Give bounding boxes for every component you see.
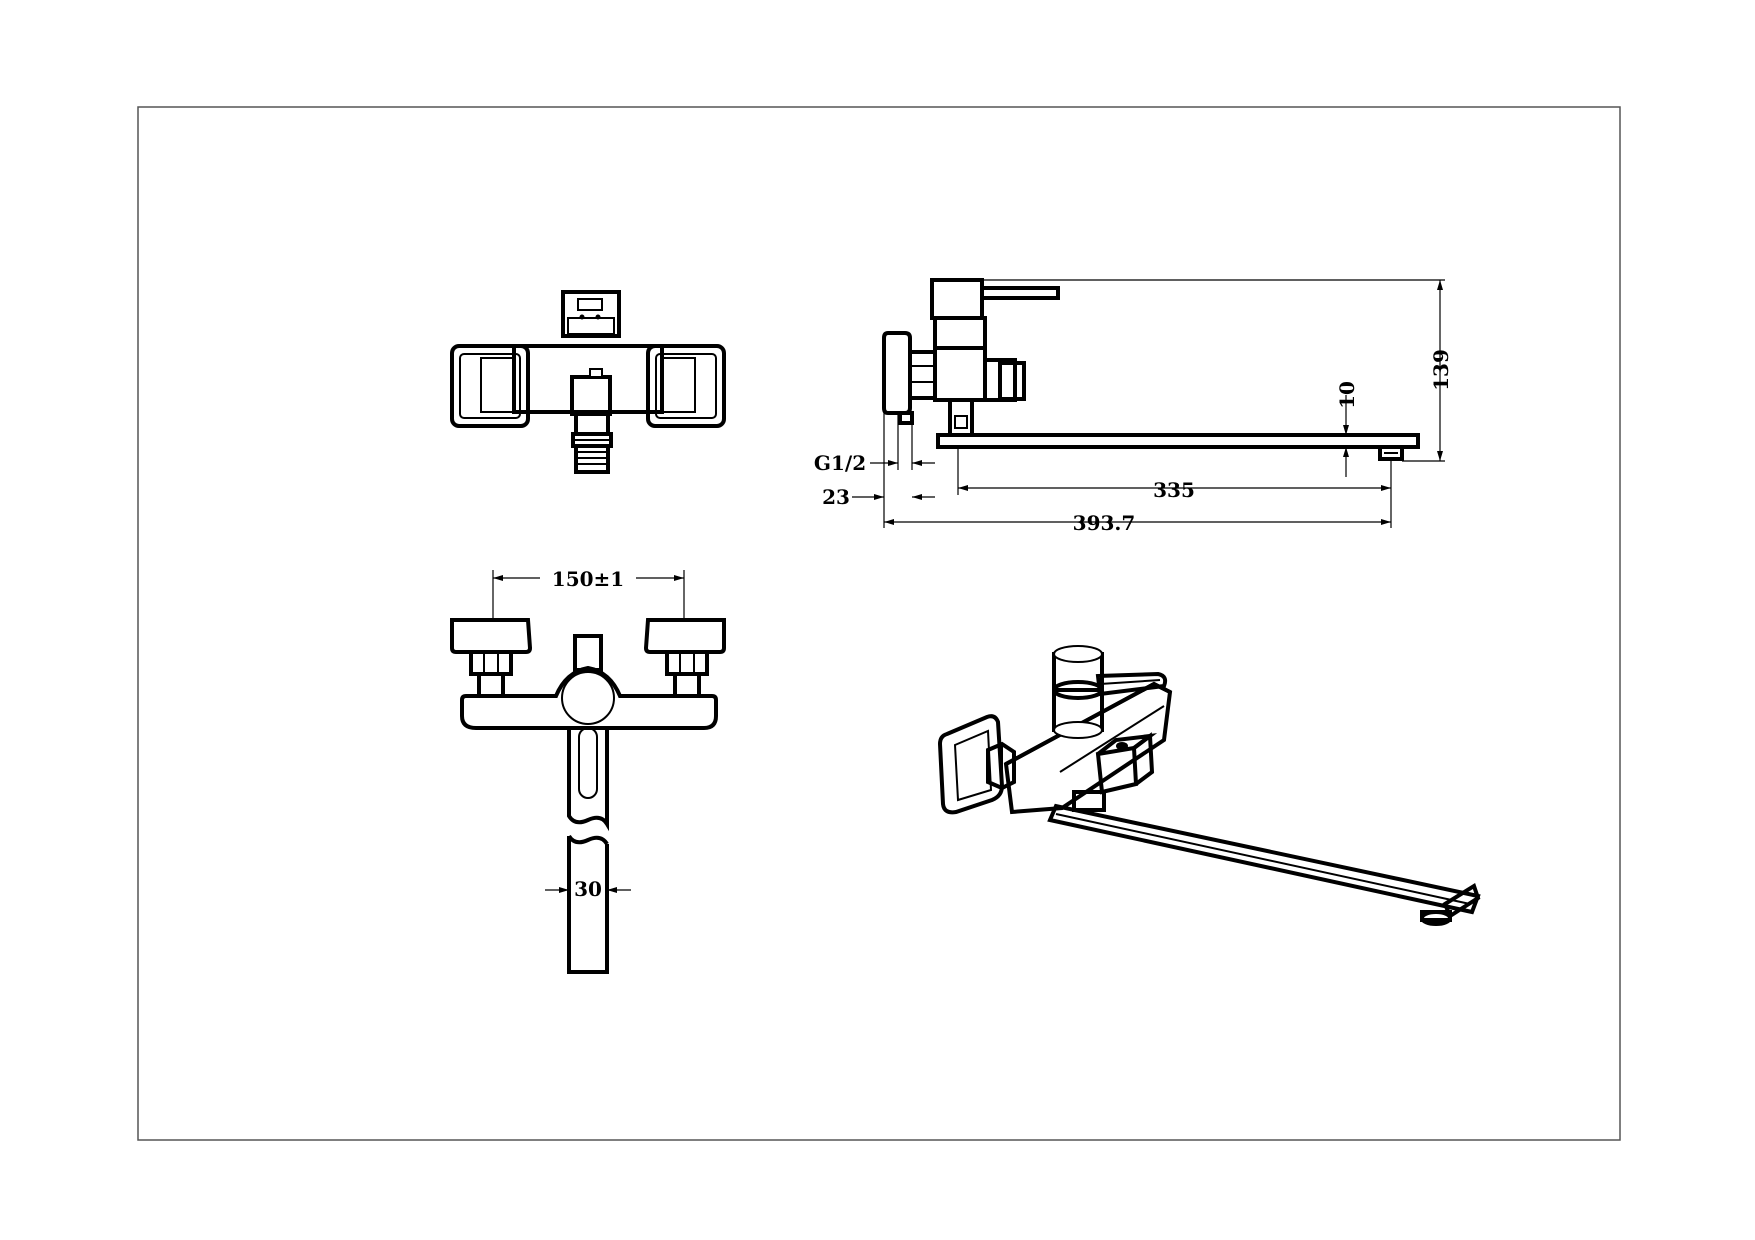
total-length-label: 393.7 — [1073, 511, 1136, 535]
sheet-border — [137, 106, 1621, 1141]
thread-label: G1/2 — [814, 451, 866, 475]
pitch-dimension-label: 150±1 — [552, 567, 624, 591]
height-label: 139 — [1429, 349, 1453, 391]
reach-label: 335 — [1153, 478, 1195, 502]
side-view: 139 10 G1/2 23 335 393.7 — [814, 278, 1453, 535]
spout-height-label: 10 — [1335, 381, 1359, 409]
spout-width-label: 30 — [574, 877, 602, 901]
top-view — [450, 290, 726, 474]
isometric-view — [937, 645, 1481, 926]
front-view: 150±1 30 — [450, 567, 726, 974]
offset-label: 23 — [822, 485, 850, 509]
